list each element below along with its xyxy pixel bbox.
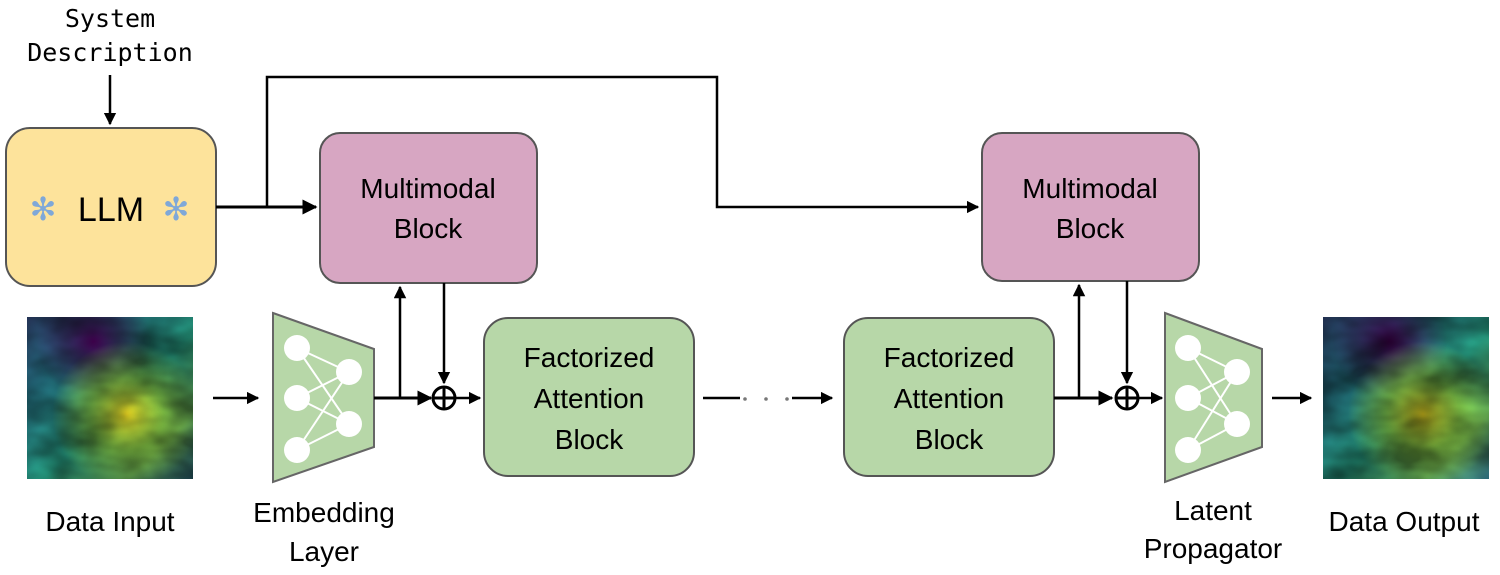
sum-icon [431, 385, 457, 411]
multimodal-block-1: Multimodal Block [319, 132, 538, 284]
llm-label: LLM [78, 191, 144, 229]
sparkle-icon: ✻ [30, 191, 57, 227]
attention-block-1-line-3: Block [555, 424, 624, 455]
llm-block: ✻ LLM ✻ [5, 127, 217, 287]
attention-block-2-line-1: Factorized [884, 342, 1015, 373]
attention-block-1-line-2: Attention [534, 383, 645, 414]
attention-block-2-line-2: Attention [894, 383, 1005, 414]
multimodal-block-2-line-2: Block [1056, 213, 1125, 244]
multimodal-block-1-line-2: Block [394, 213, 463, 244]
data-output-heatmap [1323, 317, 1489, 479]
embedding-layer-label-line-1: Embedding [253, 497, 395, 528]
data-input-heatmap [27, 317, 193, 479]
attention-block-1-line-1: Factorized [524, 342, 655, 373]
sparkle-icon: ✻ [163, 191, 190, 227]
system-description-line-1: System [65, 4, 155, 33]
data-output-label: Data Output [1329, 506, 1480, 537]
system-description-line-2: Description [27, 38, 193, 67]
attention-block-2: Factorized Attention Block [843, 317, 1055, 477]
arrow-llm-to-multimodal-2 [265, 75, 980, 214]
attention-block-1: Factorized Attention Block [483, 317, 695, 477]
multimodal-block-2: Multimodal Block [981, 132, 1200, 282]
sum-icon [1114, 385, 1140, 411]
multimodal-block-1-line-1: Multimodal [360, 173, 495, 204]
embedding-layer-label-line-2: Layer [289, 536, 359, 567]
latent-propagator-label-line-1: Latent [1174, 495, 1252, 526]
multimodal-block-2-line-1: Multimodal [1022, 173, 1157, 204]
latent-propagator-icon [1164, 311, 1263, 484]
attention-block-2-line-3: Block [915, 424, 984, 455]
latent-propagator-label-line-2: Propagator [1144, 533, 1283, 564]
ellipsis-icon [743, 397, 789, 401]
data-input-label: Data Input [45, 506, 174, 537]
embedding-layer-icon [272, 311, 375, 484]
